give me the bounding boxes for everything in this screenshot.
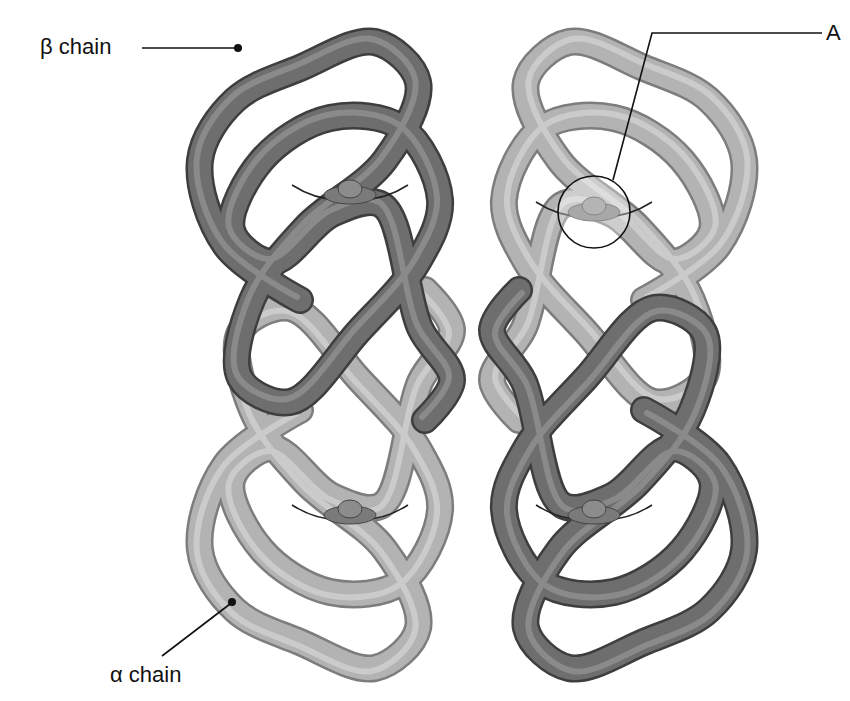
haem-group	[292, 180, 408, 204]
leader-dot	[228, 598, 236, 606]
highlight-circle	[558, 176, 630, 248]
leader-line	[613, 33, 822, 180]
chain-tube	[197, 38, 452, 420]
part-label: A	[826, 22, 841, 44]
leader-lines	[142, 33, 822, 656]
part-label: α chain	[110, 664, 181, 686]
chain-tube	[492, 290, 747, 672]
part-label: β chain	[40, 36, 111, 58]
haem-group	[536, 500, 652, 524]
protein-chains	[197, 38, 748, 671]
haem-group	[292, 500, 408, 524]
leader-line	[162, 604, 230, 656]
leader-dot	[234, 44, 242, 52]
leader-line	[142, 47, 236, 49]
